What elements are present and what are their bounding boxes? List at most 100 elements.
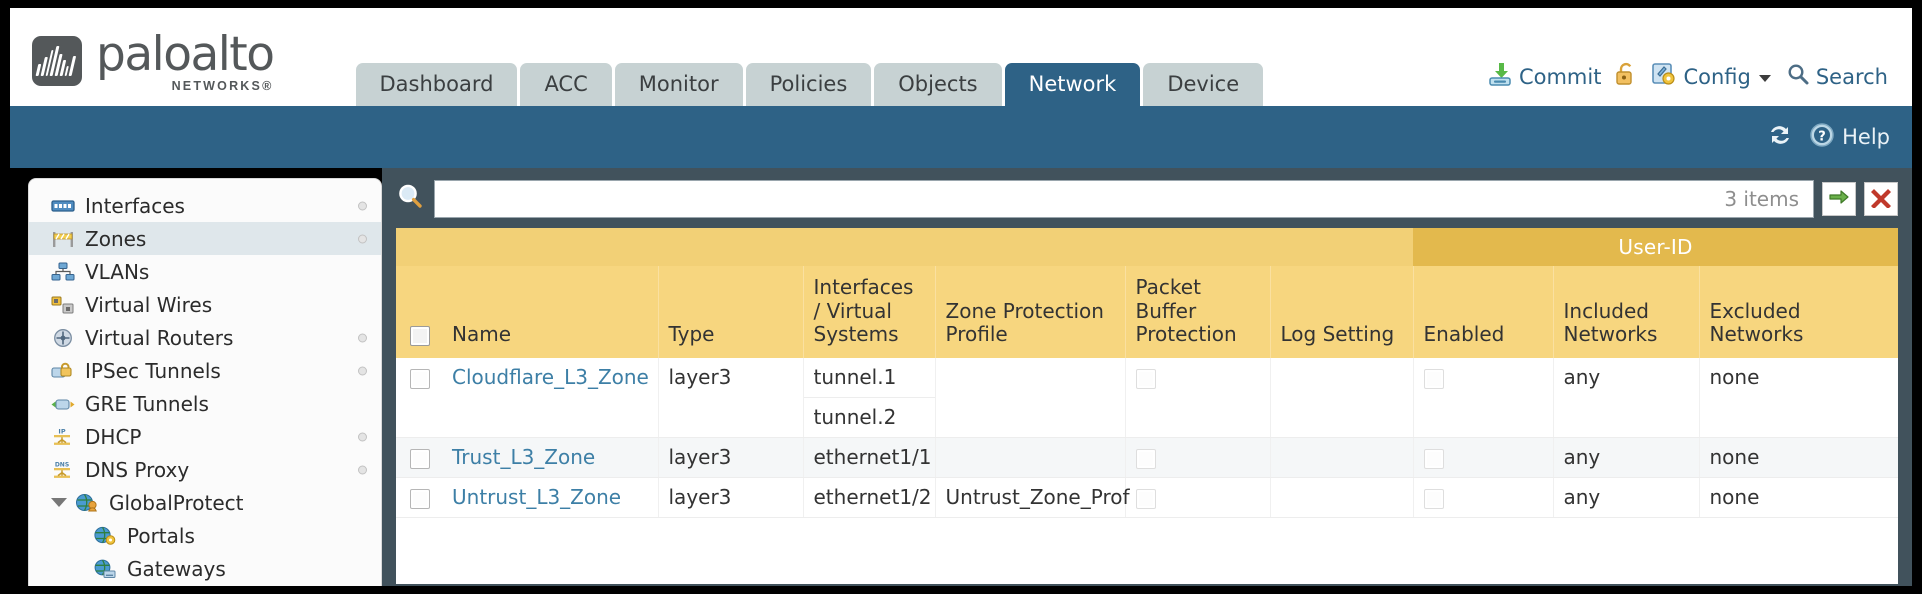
zone-name-link[interactable]: Cloudflare_L3_Zone <box>452 365 649 389</box>
sidebar-item-zones[interactable]: Zones <box>29 222 381 255</box>
dhcp-icon: IP <box>51 427 75 447</box>
apply-filter-button[interactable] <box>1822 182 1856 216</box>
config-label: Config <box>1683 64 1751 89</box>
cell-packet-buffer-protection[interactable] <box>1125 477 1271 518</box>
cell-name[interactable]: Untrust_L3_Zone <box>442 477 659 518</box>
zones-table-head: User-ID Name Type Interfaces / Virtual S… <box>396 228 1898 358</box>
status-dot <box>358 201 367 210</box>
commit-button[interactable]: Commit <box>1487 61 1601 92</box>
zone-name-link[interactable]: Trust_L3_Zone <box>452 445 596 469</box>
green-arrow-icon <box>1828 186 1850 213</box>
tab-dashboard[interactable]: Dashboard <box>355 62 518 106</box>
tab-objects[interactable]: Objects <box>874 62 1002 106</box>
commit-icon <box>1487 61 1513 92</box>
row-select-cell[interactable] <box>396 477 442 518</box>
cell-packet-buffer-protection[interactable] <box>1125 358 1271 438</box>
expander-triangle-icon[interactable] <box>51 498 67 507</box>
cell-type: layer3 <box>658 437 804 478</box>
tab-network[interactable]: Network <box>1004 62 1141 106</box>
sidebar-item-virtual-routers[interactable]: Virtual Routers <box>29 321 381 354</box>
config-dropdown[interactable]: Config <box>1651 61 1772 92</box>
search-button[interactable]: Search <box>1786 62 1888 91</box>
search-input[interactable] <box>445 181 1725 217</box>
packet-buffer-protection-checkbox[interactable] <box>1135 448 1156 469</box>
sidebar-item-dhcp[interactable]: IP DHCP <box>29 420 381 453</box>
search-icon[interactable] <box>396 182 426 217</box>
search-field-wrapper[interactable]: 3 items <box>434 180 1814 218</box>
config-icon <box>1651 61 1677 92</box>
status-dot <box>358 333 367 342</box>
help-button[interactable]: ? Help <box>1808 121 1890 154</box>
svg-text:IP: IP <box>58 427 65 435</box>
userid-enabled-checkbox[interactable] <box>1423 448 1444 469</box>
interface-entry: tunnel.2 <box>813 405 897 429</box>
cell-type: layer3 <box>658 358 804 438</box>
row-checkbox[interactable] <box>410 448 430 469</box>
refresh-icon[interactable] <box>1766 121 1794 154</box>
col-header-packet-buffer-protection[interactable]: Packet Buffer Protection <box>1125 266 1271 358</box>
table-row[interactable]: Untrust_L3_Zone layer3 ethernet1/2 Untru… <box>396 477 1898 518</box>
items-count-label: 3 items <box>1724 187 1799 211</box>
lock-button[interactable] <box>1614 61 1638 92</box>
packet-buffer-protection-checkbox[interactable] <box>1135 368 1156 389</box>
cell-name[interactable]: Cloudflare_L3_Zone <box>442 358 659 438</box>
userid-enabled-checkbox[interactable] <box>1423 488 1444 509</box>
col-header-name[interactable]: Name <box>442 266 659 358</box>
column-header-row: Name Type Interfaces / Virtual Systems Z… <box>396 266 1898 358</box>
sidebar-item-label: Virtual Routers <box>85 325 234 350</box>
gre-tunnels-icon <box>51 394 75 414</box>
col-header-included-networks[interactable]: Included Networks <box>1553 266 1700 358</box>
cell-zone-protection-profile: Untrust_Zone_Prof <box>935 477 1130 518</box>
col-header-enabled[interactable]: Enabled <box>1413 266 1554 358</box>
sidebar-item-label: Interfaces <box>85 193 185 218</box>
sidebar-item-portals[interactable]: Portals <box>29 519 381 552</box>
cell-log-setting <box>1270 358 1414 438</box>
row-checkbox[interactable] <box>410 488 430 509</box>
row-checkbox[interactable] <box>410 368 430 389</box>
globalprotect-icon <box>75 493 99 513</box>
tab-acc[interactable]: ACC <box>520 62 612 106</box>
row-select-cell[interactable] <box>396 358 442 438</box>
cell-userid-enabled[interactable] <box>1413 358 1554 438</box>
row-select-cell[interactable] <box>396 437 442 478</box>
network-sidebar: Interfaces Zones <box>28 178 382 586</box>
clear-filter-button[interactable] <box>1864 182 1898 216</box>
sidebar-item-interfaces[interactable]: Interfaces <box>29 189 381 222</box>
context-band: ? Help <box>10 106 1912 168</box>
cell-name[interactable]: Trust_L3_Zone <box>442 437 659 478</box>
tab-monitor[interactable]: Monitor <box>614 62 743 106</box>
cell-zone-protection-profile <box>935 437 1126 478</box>
col-header-log-setting[interactable]: Log Setting <box>1270 266 1414 358</box>
zone-name-link[interactable]: Untrust_L3_Zone <box>452 485 622 509</box>
cell-packet-buffer-protection[interactable] <box>1125 437 1271 478</box>
cell-userid-enabled[interactable] <box>1413 477 1554 518</box>
sidebar-item-virtual-wires[interactable]: Virtual Wires <box>29 288 381 321</box>
userid-enabled-checkbox[interactable] <box>1423 368 1444 389</box>
col-header-zone-protection-profile[interactable]: Zone Protection Profile <box>935 266 1126 358</box>
table-row[interactable]: Cloudflare_L3_Zone layer3 tunnel.1 tunne… <box>396 358 1898 438</box>
sidebar-item-gateways[interactable]: Gateways <box>29 552 381 585</box>
table-row[interactable]: Trust_L3_Zone layer3 ethernet1/1 any <box>396 437 1898 478</box>
col-header-excluded-networks[interactable]: Excluded Networks <box>1699 266 1898 358</box>
packet-buffer-protection-checkbox[interactable] <box>1135 488 1156 509</box>
sidebar-item-dns-proxy[interactable]: DNS DNS Proxy <box>29 453 381 486</box>
select-all-header[interactable] <box>396 266 442 358</box>
ipsec-tunnels-icon <box>51 361 75 381</box>
gateways-icon <box>93 559 117 579</box>
sidebar-item-ipsec-tunnels[interactable]: IPSec Tunnels <box>29 354 381 387</box>
sidebar-item-globalprotect[interactable]: GlobalProtect <box>29 486 381 519</box>
header-toolbar: Commit <box>1487 61 1912 106</box>
col-header-type[interactable]: Type <box>658 266 804 358</box>
interfaces-icon <box>51 196 75 216</box>
cell-userid-enabled[interactable] <box>1413 437 1554 478</box>
tab-device[interactable]: Device <box>1143 62 1264 106</box>
col-header-interfaces[interactable]: Interfaces / Virtual Systems <box>803 266 936 358</box>
brand-logo: paloalto NETWORKS® <box>10 26 275 107</box>
select-all-checkbox[interactable] <box>410 325 430 346</box>
sidebar-item-gre-tunnels[interactable]: GRE Tunnels <box>29 387 381 420</box>
brand-name: paloalto <box>96 26 275 82</box>
red-x-icon <box>1870 186 1892 213</box>
tab-policies[interactable]: Policies <box>745 62 872 106</box>
status-dot <box>358 366 367 375</box>
sidebar-item-vlans[interactable]: VLANs <box>29 255 381 288</box>
